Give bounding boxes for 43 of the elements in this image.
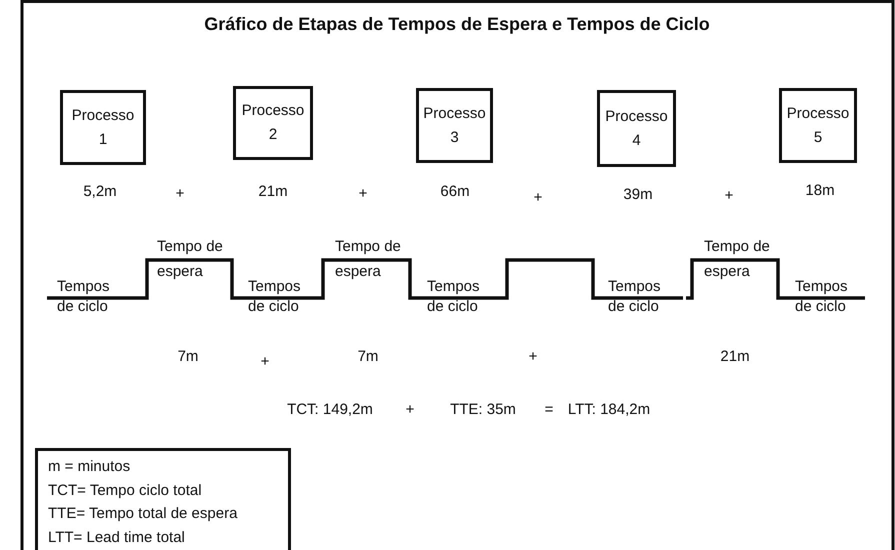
total-value: LTT: 184,2m [568,400,650,420]
step-label: Tempos de ciclo [57,277,111,317]
plus-sign: + [358,184,368,204]
total-value: TCT: 149,2m [287,400,373,420]
plus-sign: + [534,188,542,208]
duration-label: 5,2m [82,183,118,200]
plus-sign: + [406,400,414,420]
process-label: Processo 2 [240,101,306,145]
step-label: Tempos de ciclo [795,277,849,317]
time-value: 7m [178,347,198,367]
legend-entry: LTT= Lead time total [48,528,186,548]
process-box [416,88,493,163]
process-label: Processo 3 [422,104,487,148]
process-label: Processo 5 [786,104,850,148]
process-box [60,90,146,165]
process-box [779,88,857,163]
step-label: Tempos de ciclo [608,277,662,317]
step-label: Tempos de ciclo [427,277,481,317]
legend-box [35,448,291,550]
time-value: 7m [358,347,378,367]
time-value: 21m [720,347,750,367]
legend-entry: m = minutos [48,457,132,477]
duration-label: 39m [622,186,654,203]
legend-entry: TTE= Tempo total de espera [48,504,238,524]
process-box [597,90,676,167]
process-label: Processo 1 [70,106,136,150]
plus-sign: + [724,186,734,206]
step-label: Tempo de espera [157,237,224,282]
plus-sign: + [176,184,184,204]
total-value: TTE: 35m [450,400,516,420]
duration-label: 18m [804,182,836,199]
plus-sign: + [260,352,270,372]
process-box [233,86,313,160]
step-label: Tempos de ciclo [248,277,302,317]
title: Gráfico de Etapas de Tempos de Espera e Tempos de Ciclo [203,14,711,35]
equals-sign: = [544,400,554,420]
step-label: Tempo de espera [704,237,771,282]
legend-entry: TCT= Tempo ciclo total [48,480,203,500]
duration-label: 66m [439,183,471,200]
step-label: Tempo de espera [335,237,402,282]
process-label: Processo 4 [604,106,669,150]
duration-label: 21m [257,183,289,200]
plus-sign: + [528,347,538,367]
